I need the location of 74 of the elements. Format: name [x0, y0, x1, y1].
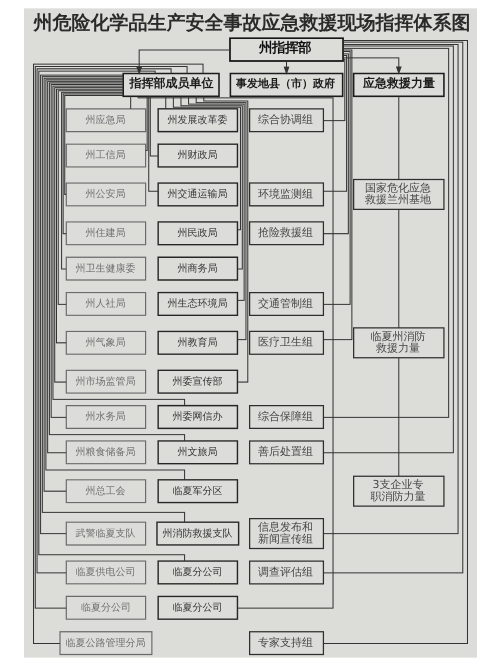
node-box: 州气象局 — [65, 330, 146, 355]
connector — [195, 96, 246, 340]
connector — [57, 90, 122, 305]
connector — [398, 209, 399, 328]
node-box: 州消防救援支队 — [156, 522, 239, 546]
node-box: 专家支持组 — [248, 631, 324, 656]
node-box: 信息发布和新闻宣传组 — [248, 518, 324, 550]
connector — [202, 96, 248, 383]
node-box: 事发地县（市）政府 — [229, 72, 343, 98]
connector — [188, 96, 244, 301]
connector — [137, 96, 334, 609]
node-box: 综合协调组 — [248, 108, 324, 132]
connector — [323, 51, 350, 305]
connector — [60, 92, 123, 270]
node-box: 临夏分公司 — [156, 560, 238, 585]
node-box: 临夏分公司 — [156, 596, 238, 620]
node-box: 州交通运输局 — [156, 182, 238, 207]
connector — [62, 93, 123, 234]
node-box: 临夏军分区 — [156, 479, 238, 504]
connector — [54, 87, 123, 383]
node-box: 3支企业专职消防力量 — [352, 476, 444, 507]
connector — [172, 96, 240, 230]
node-box: 武警临夏支队 — [65, 522, 146, 546]
node-box: 综合保障组 — [248, 405, 324, 430]
node-box: 州发展改革委 — [156, 108, 238, 132]
node-box: 州卫生健康委 — [65, 256, 146, 281]
diagram-title: 州危险化学品生产安全事故应急救援现场指挥体系图 — [32, 12, 470, 34]
node-box: 交通管制组 — [248, 292, 324, 316]
node-box: 州生态环境局 — [156, 292, 238, 316]
node-box: 临夏供电公司 — [65, 560, 146, 584]
node-box: 州商务局 — [156, 256, 238, 281]
connector — [398, 96, 399, 180]
node-box: 抢险救援组 — [248, 221, 324, 246]
node-box: 州粮食储备局 — [65, 440, 146, 464]
node-box: 州工信局 — [65, 144, 146, 168]
connector — [64, 95, 123, 195]
node-box: 州市场监管局 — [65, 370, 146, 394]
connector — [164, 96, 166, 109]
node-box: 州委网信办 — [156, 404, 238, 430]
connector — [148, 96, 158, 192]
connector — [180, 96, 242, 270]
arrow — [342, 57, 402, 75]
node-box: 州公安局 — [65, 182, 146, 206]
node-box: 州水务局 — [65, 405, 146, 429]
node-box: 州指挥部 — [228, 37, 344, 62]
connector — [145, 96, 148, 151]
connector — [323, 49, 352, 340]
connector — [323, 54, 347, 192]
node-box: 应急救援力量 — [352, 72, 444, 98]
node-box: 国家危化应急救援兰州基地 — [352, 178, 444, 210]
node-box: 州民政局 — [156, 221, 238, 246]
node-box: 调查评估组 — [248, 560, 324, 584]
node-box: 指挥部成员单位 — [122, 72, 220, 98]
node-box: 州总工会 — [65, 479, 146, 504]
node-box: 善后处置组 — [248, 440, 324, 464]
connector — [322, 58, 345, 122]
connector — [55, 88, 123, 344]
node-box: 州人社局 — [65, 292, 146, 316]
node-box: 环境监测组 — [248, 182, 324, 206]
connector — [130, 96, 131, 109]
node-box: 临夏公路管理分局 — [58, 631, 152, 656]
node-box: 州财政局 — [156, 143, 238, 168]
node-box: 医疗卫生组 — [248, 330, 324, 355]
node-box: 州委宣传部 — [156, 370, 238, 394]
connector — [32, 64, 204, 644]
connector — [398, 358, 399, 476]
node-box: 州住建局 — [65, 221, 146, 246]
node-box: 州教育局 — [156, 330, 238, 355]
node-box: 州文旅局 — [156, 440, 238, 464]
node-box: 临夏分公司 — [65, 596, 146, 620]
connector — [323, 53, 348, 234]
connector — [149, 96, 158, 156]
node-box: 州应急局 — [65, 108, 146, 132]
node-box: 临夏州消防救援力量 — [352, 327, 444, 358]
